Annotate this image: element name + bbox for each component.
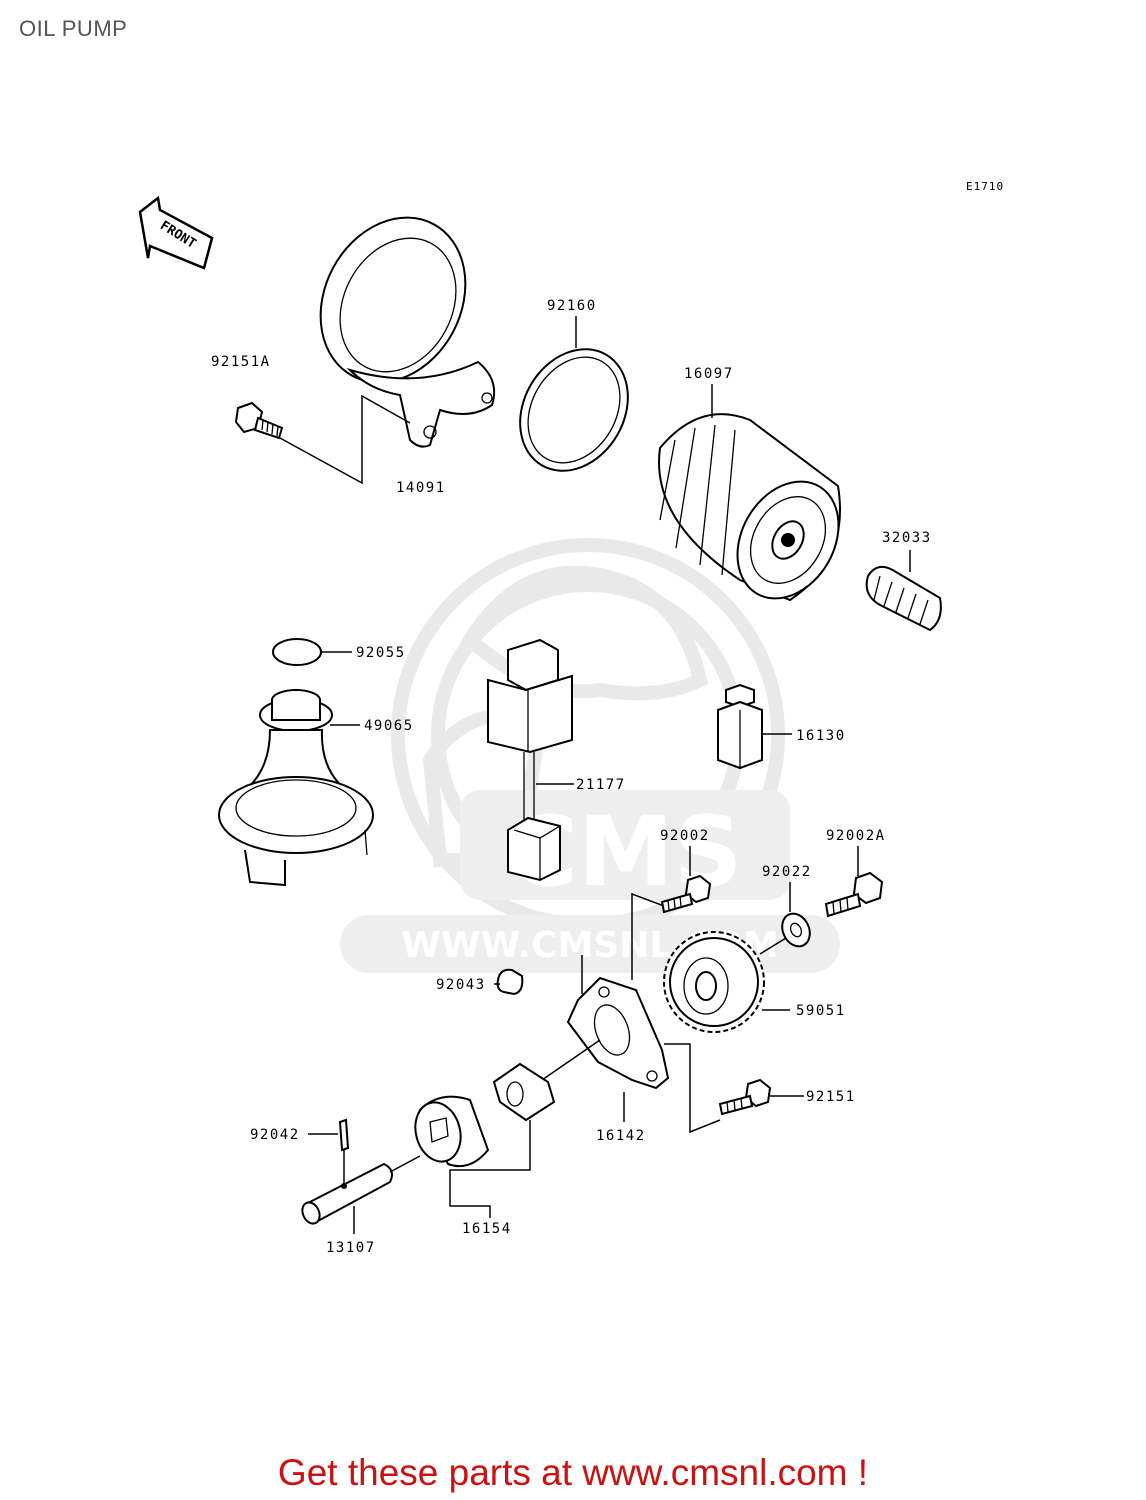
part-92022-washer [781,912,811,948]
label-49065: 49065 [364,718,414,734]
label-14091: 14091 [396,480,446,496]
label-92043: 92043 [436,977,486,993]
part-92151-bolt [718,1078,772,1116]
label-92022: 92022 [762,864,812,880]
label-92055: 92055 [356,645,406,661]
label-21177: 21177 [576,777,626,793]
label-16142: 16142 [596,1128,646,1144]
part-59051-gear [663,931,765,1033]
label-16154: 16154 [462,1221,512,1237]
label-59051: 59051 [796,1003,846,1019]
part-92002-bolt [660,874,712,914]
label-92160: 92160 [547,298,597,314]
label-92151A: 92151A [211,354,271,370]
part-92002A-bolt [824,871,884,918]
part-32033-nipple [865,565,942,632]
label-32033: 32033 [882,530,932,546]
label-16097: 16097 [684,366,734,382]
part-92043-dowel [496,968,524,996]
label-92002: 92002 [660,828,710,844]
part-21177-sensor [487,638,573,882]
part-92160-ring [519,348,629,472]
front-arrow-icon: FRONT [138,195,214,270]
label-16130: 16130 [796,728,846,744]
part-49065-strainer [218,689,374,887]
label-92151: 92151 [806,1089,856,1105]
label-13107: 13107 [326,1240,376,1256]
part-16142-pump-body [566,976,670,1090]
label-92042: 92042 [250,1127,300,1143]
part-16130-fitting [717,683,763,770]
page-title: OIL PUMP [19,16,128,41]
part-16154-rotor-set [414,1062,556,1168]
part-16097-oil-filter [658,413,841,602]
label-92002A: 92002A [826,828,886,844]
part-13107-shaft [301,1162,393,1225]
part-92055-o-ring [272,638,322,666]
diagram-code: E1710 [966,180,1004,193]
part-14091-holder [319,216,496,448]
promo-link[interactable]: Get these parts at www.cmsnl.com ! [277,1452,869,1493]
part-92042-pin [338,1118,350,1152]
watermark-logo: CMS WWW.CMSNL.COM [340,538,840,973]
part-92151A-bolt [234,401,284,440]
